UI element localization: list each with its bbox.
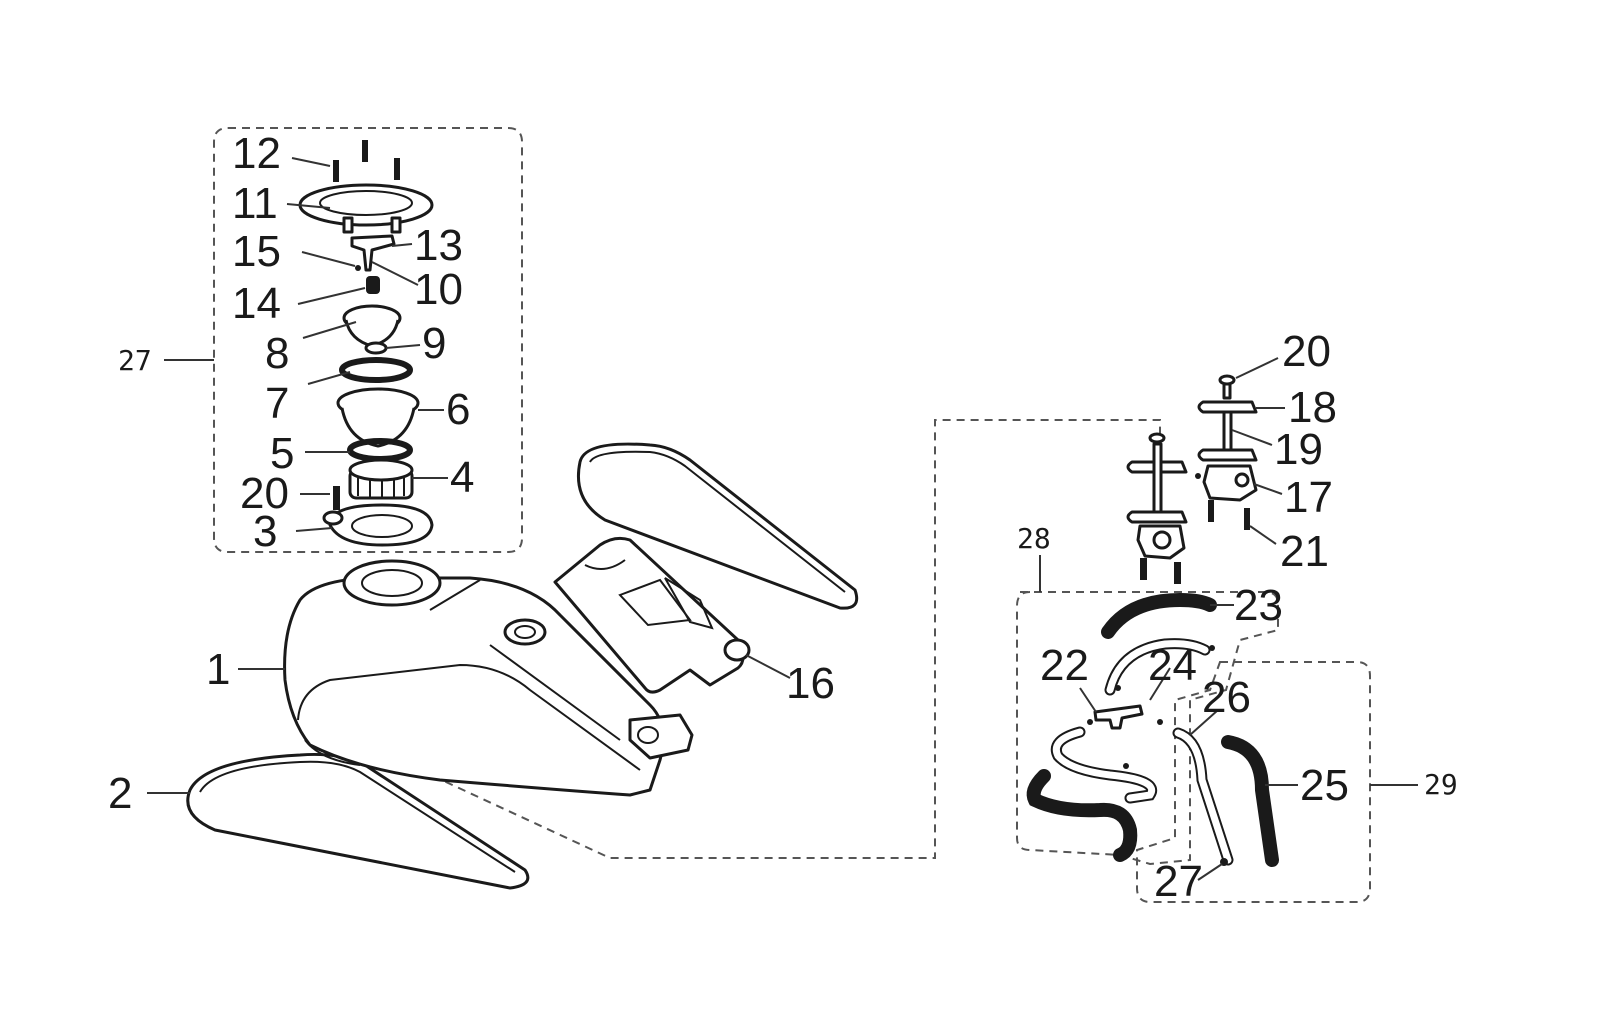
plate-18: [1197, 400, 1258, 414]
callout-13: 13: [414, 221, 463, 270]
valve-stem-19: [1222, 410, 1233, 452]
screw-21b: [1244, 508, 1250, 530]
side-panel-right: [576, 442, 859, 610]
callout-9: 9: [422, 319, 446, 368]
callout-21: 21: [1280, 527, 1329, 576]
group-29-box: [1136, 661, 1371, 903]
ring-5: [347, 438, 413, 462]
seal-9: [364, 341, 388, 355]
tank-to-valve-link: [419, 419, 1161, 859]
screw-20-left: [333, 486, 340, 510]
callout-4: 4: [450, 453, 474, 502]
callout-14: 14: [232, 279, 281, 328]
gasket-7: [339, 357, 413, 383]
tank-vent-hole: [503, 618, 547, 646]
hose-22-dark: [1026, 769, 1138, 862]
hose-23: [1101, 592, 1217, 639]
fuel-tank: [283, 576, 665, 797]
callout-1: 1: [206, 645, 230, 694]
group-27-box: [213, 127, 523, 553]
callout-27-left: 27: [118, 344, 152, 377]
hose-25: [1221, 735, 1279, 867]
screw-21a: [1208, 500, 1214, 522]
callout-27-right: 27: [1154, 857, 1203, 906]
screw-12a: [333, 160, 339, 182]
callout-20-left: 20: [240, 469, 289, 518]
callout-16: 16: [786, 659, 835, 708]
callout-29: 29: [1424, 768, 1458, 801]
callout-19: 19: [1274, 425, 1323, 474]
callout-7: 7: [265, 379, 289, 428]
callout-3: 3: [253, 507, 277, 556]
callout-12: 12: [232, 129, 281, 178]
flange-3: [328, 503, 434, 547]
tank-rear-mount: [628, 713, 694, 760]
pin-15: [355, 265, 361, 271]
screw-12b: [362, 140, 368, 162]
callout-25: 25: [1300, 761, 1349, 810]
callout-15: 15: [232, 227, 281, 276]
callout-18: 18: [1288, 383, 1337, 432]
callout-17: 17: [1284, 473, 1333, 522]
callout-26: 26: [1202, 673, 1251, 722]
callout-2: 2: [108, 769, 132, 818]
callout-20-right: 20: [1282, 327, 1331, 376]
callout-11: 11: [232, 179, 278, 228]
callout-24: 24: [1148, 641, 1197, 690]
screw-12c: [394, 158, 400, 180]
callout-22: 22: [1040, 641, 1089, 690]
callout-5: 5: [270, 429, 294, 478]
t-joint-22: [1093, 704, 1144, 730]
callout-8: 8: [265, 329, 289, 378]
filler-neck: [342, 559, 442, 607]
spring-14: [366, 276, 380, 294]
callout-23: 23: [1234, 581, 1283, 630]
callout-10: 10: [414, 265, 463, 314]
group-28-box: [1016, 591, 1279, 866]
cap-latch: [350, 234, 396, 272]
callout-6: 6: [446, 385, 470, 434]
callout-28: 28: [1017, 522, 1051, 555]
